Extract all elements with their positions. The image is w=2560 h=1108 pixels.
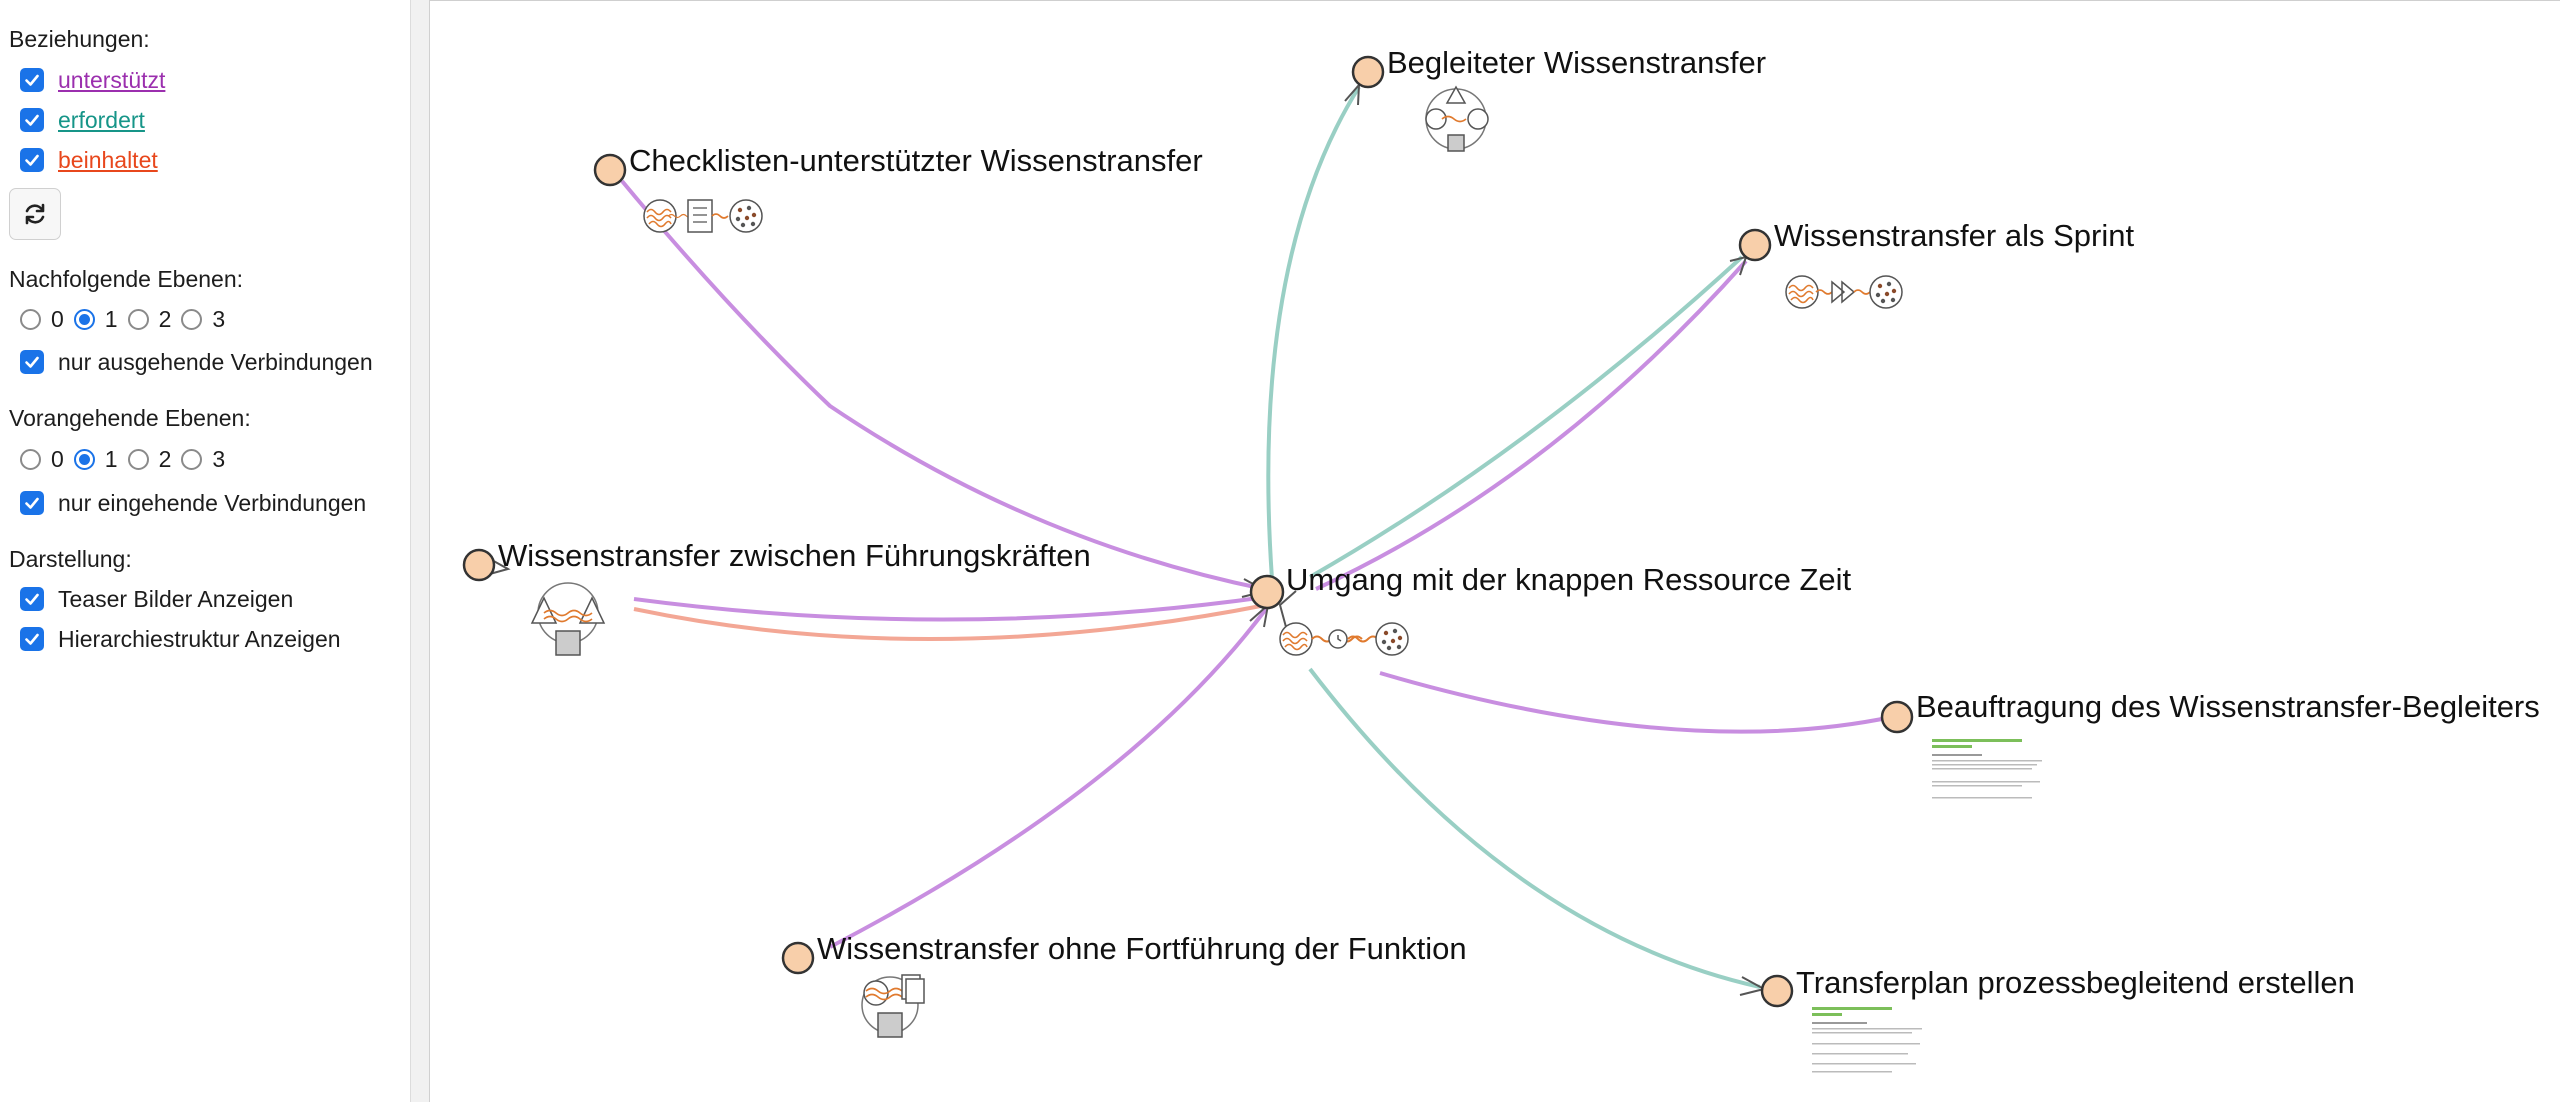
transferplan-teaser-image xyxy=(1810,1005,1926,1077)
supports-link[interactable]: unterstützt xyxy=(58,66,166,93)
edge-fuehrung-contains xyxy=(633,603,1267,641)
refresh-button[interactable] xyxy=(9,188,61,240)
requires-checkbox[interactable] xyxy=(20,108,44,132)
hierarchy-row[interactable]: Hierarchiestruktur Anzeigen xyxy=(20,624,341,654)
preceding-level-3-label: 3 xyxy=(212,445,226,472)
display-heading: Darstellung: xyxy=(9,546,132,572)
teaser-images-label: Teaser Bilder Anzeigen xyxy=(58,585,294,612)
transferplan-label: Transferplan prozessbegleitend erstellen xyxy=(1796,965,2355,1000)
incoming-only-label: nur eingehende Verbindungen xyxy=(58,489,367,516)
node-center[interactable]: Umgang mit der knappen Ressource Zeit xyxy=(1249,562,1852,656)
checklisten-label: Checklisten-unterstützter Wissenstransfe… xyxy=(629,143,1203,178)
ohne-teaser-image xyxy=(861,974,925,1038)
refresh-icon xyxy=(25,203,45,225)
following-level-1-radio[interactable] xyxy=(73,308,95,330)
relation-contains-row[interactable]: beinhaltet xyxy=(20,145,158,175)
node-beauftragung[interactable]: Beauftragung des Wissenstransfer-Begleit… xyxy=(1880,689,2540,809)
incoming-only-checkbox[interactable] xyxy=(20,491,44,515)
hierarchy-label: Hierarchiestruktur Anzeigen xyxy=(58,625,341,652)
sidebar: Beziehungen: unterstützt erfordert beinh… xyxy=(0,0,411,1102)
preceding-level-2-label: 2 xyxy=(158,445,172,472)
following-level-0-label: 0 xyxy=(51,305,64,332)
contains-checkbox[interactable] xyxy=(20,148,44,172)
sprint-label: Wissenstransfer als Sprint xyxy=(1774,218,2134,253)
checklisten-teaser-image xyxy=(643,199,763,233)
incoming-only-row[interactable]: nur eingehende Verbindungen xyxy=(20,488,366,518)
supports-checkbox[interactable] xyxy=(20,68,44,92)
begleiteter-label: Begleiteter Wissenstransfer xyxy=(1387,45,1766,80)
beauftragung-teaser-image xyxy=(1930,737,2046,809)
edge-sprint-requires xyxy=(1309,255,1744,579)
begleiteter-teaser-image xyxy=(1425,85,1489,152)
preceding-level-0-label: 0 xyxy=(51,445,64,472)
node-sprint[interactable]: Wissenstransfer als Sprint xyxy=(1738,218,2134,309)
node-transferplan[interactable]: Transferplan prozessbegleitend erstellen xyxy=(1760,965,2355,1077)
following-levels-group: 0 1 2 3 xyxy=(20,304,235,334)
edge-fuehrung-supports xyxy=(633,595,1267,622)
following-level-0-radio[interactable] xyxy=(20,308,41,330)
outgoing-only-checkbox[interactable] xyxy=(20,350,44,374)
graph-edges xyxy=(485,82,1893,996)
center-node-label: Umgang mit der knappen Ressource Zeit xyxy=(1286,562,1852,597)
edge-ohne-supports xyxy=(829,607,1268,949)
relation-requires-row[interactable]: erfordert xyxy=(20,105,145,135)
teaser-images-checkbox[interactable] xyxy=(20,587,44,611)
graph-canvas[interactable]: Umgang mit der knappen Ressource Zeit Be… xyxy=(430,0,2560,1102)
preceding-levels-group: 0 1 2 3 xyxy=(20,444,235,474)
panel-splitter[interactable] xyxy=(410,0,430,1102)
hierarchy-checkbox[interactable] xyxy=(20,627,44,651)
following-level-1-label: 1 xyxy=(104,305,118,332)
following-levels-heading: Nachfolgende Ebenen: xyxy=(9,266,244,292)
preceding-levels-heading: Vorangehende Ebenen: xyxy=(9,405,251,431)
edge-transferplan-requires xyxy=(1308,667,1761,989)
sprint-teaser-image xyxy=(1785,275,1903,309)
edge-checklisten-supports xyxy=(620,179,1265,591)
requires-link[interactable]: erfordert xyxy=(58,106,145,133)
outgoing-only-row[interactable]: nur ausgehende Verbindungen xyxy=(20,347,373,377)
following-level-2-label: 2 xyxy=(158,305,172,332)
preceding-level-2-radio[interactable] xyxy=(127,448,149,470)
preceding-level-0-radio[interactable] xyxy=(20,448,41,470)
edge-begleiteter-requires xyxy=(1266,85,1361,580)
contains-link[interactable]: beinhaltet xyxy=(58,146,158,173)
fuehrung-teaser-image xyxy=(530,582,606,656)
center-node-circle xyxy=(1249,574,1285,610)
edge-beauftragung-supports xyxy=(1379,671,1893,734)
node-checklisten[interactable]: Checklisten-unterstützter Wissenstransfe… xyxy=(593,143,1203,233)
following-level-2-radio[interactable] xyxy=(127,308,149,330)
beauftragung-label: Beauftragung des Wissenstransfer-Begleit… xyxy=(1916,689,2540,724)
node-ohne[interactable]: Wissenstransfer ohne Fortführung der Fun… xyxy=(781,931,1467,1038)
following-level-3-label: 3 xyxy=(212,305,226,332)
edge-sprint-supports xyxy=(1315,259,1748,591)
following-level-3-radio[interactable] xyxy=(181,308,203,330)
teaser-images-row[interactable]: Teaser Bilder Anzeigen xyxy=(20,584,293,614)
relations-heading: Beziehungen: xyxy=(9,26,150,52)
node-begleiteter[interactable]: Begleiteter Wissenstransfer xyxy=(1351,45,1766,152)
outgoing-only-label: nur ausgehende Verbindungen xyxy=(58,348,373,375)
preceding-level-1-radio[interactable] xyxy=(73,448,95,470)
center-teaser-image xyxy=(1279,622,1409,656)
graph-svg: Umgang mit der knappen Ressource Zeit Be… xyxy=(462,45,2540,1077)
ohne-label: Wissenstransfer ohne Fortführung der Fun… xyxy=(817,931,1467,966)
preceding-level-3-radio[interactable] xyxy=(181,448,203,470)
node-fuehrung[interactable]: Wissenstransfer zwischen Führungskräften xyxy=(462,538,1091,656)
relation-supports-row[interactable]: unterstützt xyxy=(20,65,165,95)
preceding-level-1-label: 1 xyxy=(104,445,118,472)
fuehrung-label: Wissenstransfer zwischen Führungskräften xyxy=(498,538,1091,573)
